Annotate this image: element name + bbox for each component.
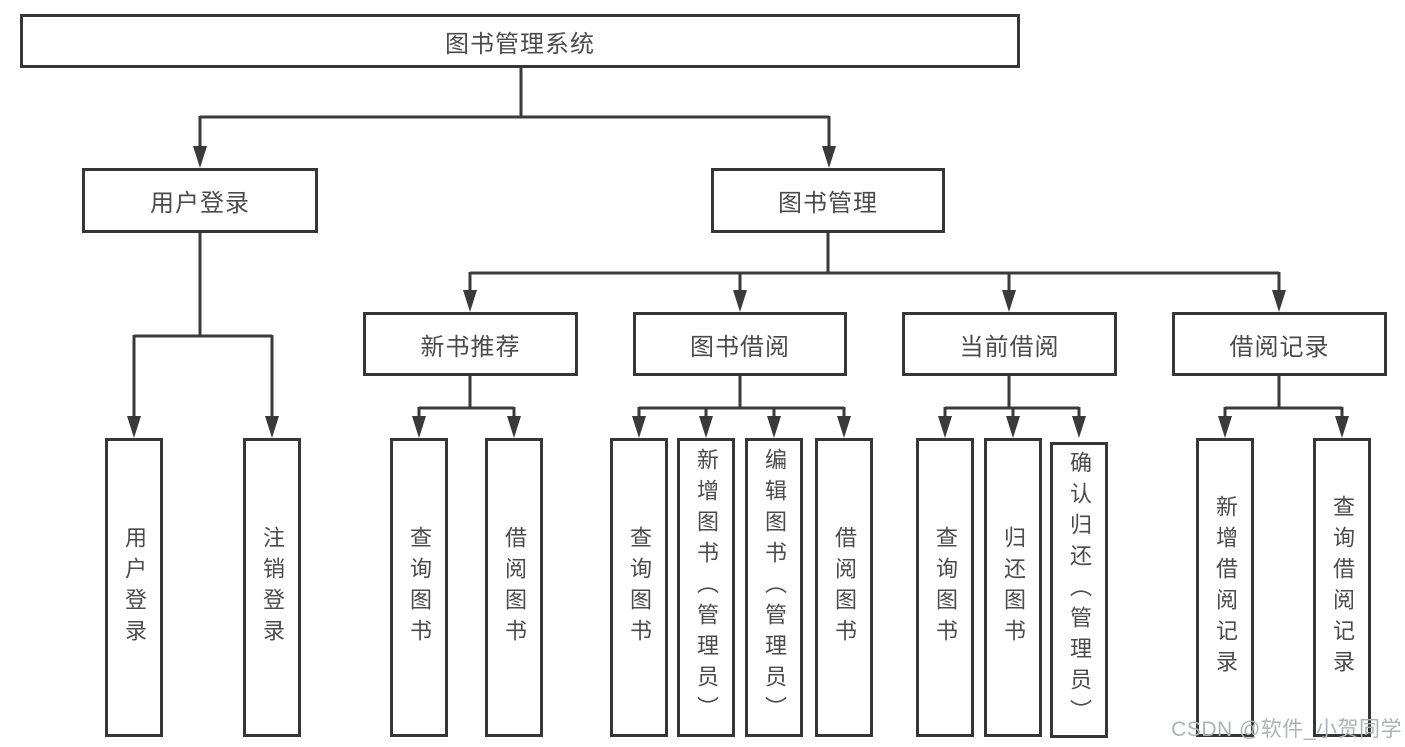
leaf-borrowing-query-books-label: 查询图书: [627, 525, 652, 650]
node-root-system: 图书管理系统: [20, 14, 1020, 68]
leaf-return-books: 归还图书: [984, 438, 1042, 737]
leaf-add-borrow-record-label: 新增借阅记录: [1213, 494, 1238, 681]
leaf-user-login-label: 用户登录: [122, 525, 147, 650]
leaf-add-borrow-record: 新增借阅记录: [1196, 438, 1254, 737]
leaf-add-books-admin-label: 新增图书（管理员）: [694, 448, 719, 727]
node-new-book-recommend: 新书推荐: [363, 312, 578, 376]
node-borrowing-records: 借阅记录: [1172, 312, 1387, 376]
leaf-logout-label: 注销登录: [260, 525, 285, 650]
node-root-system-label: 图书管理系统: [445, 30, 595, 58]
leaf-recommend-query-books-label: 查询图书: [407, 525, 432, 650]
node-current-borrowing: 当前借阅: [902, 312, 1117, 376]
leaf-confirm-return-admin: 确认归还（管理员）: [1050, 442, 1108, 738]
node-book-borrowing: 图书借阅: [633, 312, 847, 376]
leaf-user-login: 用户登录: [105, 438, 163, 737]
node-user-login-branch-label: 用户登录: [150, 190, 250, 217]
node-user-login-branch: 用户登录: [82, 168, 318, 233]
leaf-current-query-books-label: 查询图书: [933, 525, 958, 650]
leaf-edit-books-admin: 编辑图书（管理员）: [745, 438, 803, 737]
node-book-borrowing-label: 图书借阅: [690, 333, 790, 361]
leaf-query-borrow-record: 查询借阅记录: [1313, 438, 1371, 737]
node-new-book-recommend-label: 新书推荐: [420, 333, 521, 361]
leaf-query-borrow-record-label: 查询借阅记录: [1330, 494, 1355, 681]
leaf-current-query-books: 查询图书: [916, 438, 974, 737]
leaf-recommend-query-books: 查询图书: [390, 438, 448, 737]
leaf-confirm-return-admin-label: 确认归还（管理员）: [1067, 450, 1092, 730]
leaf-edit-books-admin-label: 编辑图书（管理员）: [762, 448, 787, 727]
node-book-management-branch: 图书管理: [711, 168, 945, 233]
node-book-management-branch-label: 图书管理: [778, 190, 878, 217]
leaf-borrowing-borrow-books: 借阅图书: [815, 438, 873, 737]
leaf-recommend-borrow-books: 借阅图书: [485, 438, 543, 737]
leaf-recommend-borrow-books-label: 借阅图书: [502, 525, 527, 650]
leaf-logout: 注销登录: [243, 438, 301, 737]
node-current-borrowing-label: 当前借阅: [959, 333, 1060, 361]
leaf-return-books-label: 归还图书: [1001, 525, 1026, 650]
leaf-add-books-admin: 新增图书（管理员）: [677, 438, 735, 737]
watermark: CSDN @软件_小贺同学: [1171, 718, 1402, 741]
node-borrowing-records-label: 借阅记录: [1229, 333, 1330, 361]
leaf-borrowing-borrow-books-label: 借阅图书: [832, 525, 857, 650]
leaf-borrowing-query-books: 查询图书: [610, 438, 668, 737]
